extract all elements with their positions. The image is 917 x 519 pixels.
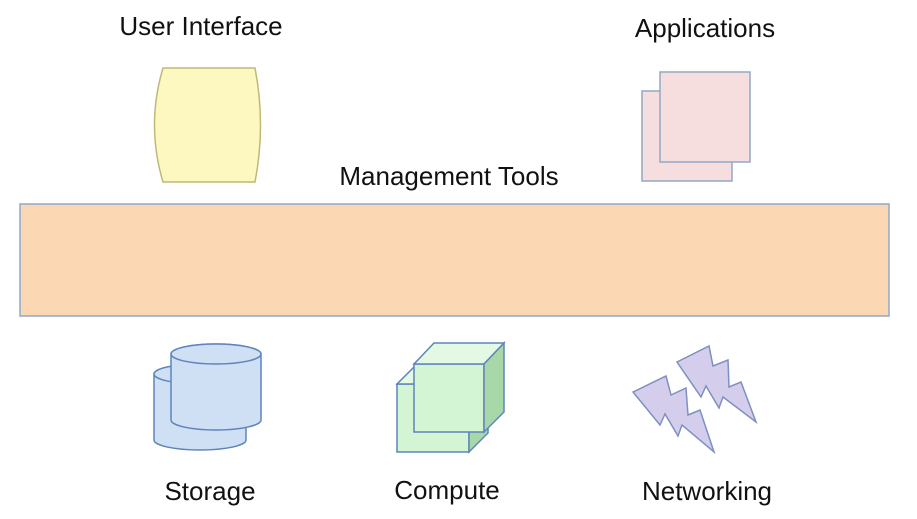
networking-label: Networking: [641, 476, 773, 506]
stacked-pages-icon: [641, 71, 751, 182]
lightning-bolt-icon: [631, 344, 758, 455]
cube-stack-icon: [395, 341, 506, 454]
compute-label: Compute: [394, 475, 500, 505]
user-interface-label: User Interface: [119, 11, 283, 41]
management-tools-bar: [19, 203, 890, 317]
applications-label: Applications: [634, 13, 776, 43]
database-cylinders-icon: [153, 343, 262, 451]
management-tools-label: Management Tools: [339, 161, 559, 191]
scroll-panel-icon: [153, 67, 262, 183]
storage-label: Storage: [164, 476, 256, 506]
